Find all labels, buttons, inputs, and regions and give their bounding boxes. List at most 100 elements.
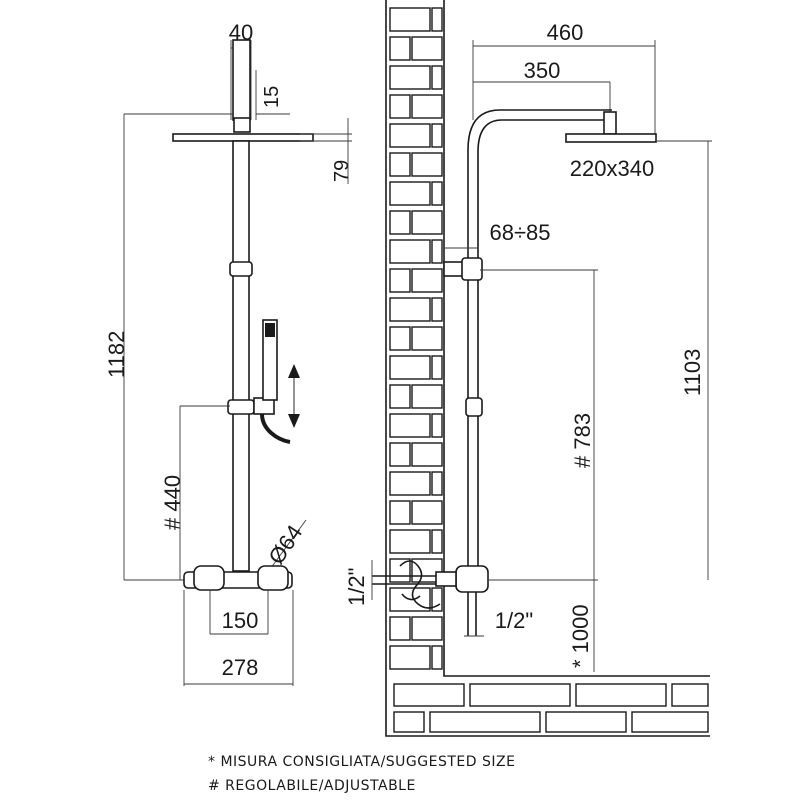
- wall-brick: [389, 268, 411, 293]
- wall-brick: [411, 94, 443, 119]
- wall-brick: [431, 645, 443, 670]
- note-adjustable: # REGOLABILE/ADJUSTABLE: [208, 778, 416, 794]
- mixer-knob-right: [257, 565, 289, 591]
- wall-brick: [431, 181, 443, 206]
- wall-brick: [389, 442, 411, 467]
- slider-side: [465, 397, 483, 417]
- side-view: 460 350 220x340 1103 68÷85 # 783: [344, 20, 712, 672]
- wall-brick: [431, 587, 443, 612]
- wall-brick: [389, 239, 431, 264]
- wall-brick: [389, 616, 411, 641]
- dim-arm-length: 350: [524, 58, 561, 83]
- dim-base-width: 278: [222, 655, 259, 680]
- wall-cutout: [401, 593, 421, 601]
- wall-brick: [411, 36, 443, 61]
- arrow-down-icon: [288, 414, 300, 428]
- riser-arm-outer: [467, 109, 612, 570]
- dim-head-height: 79: [331, 160, 353, 182]
- riser-arm-inner: [477, 119, 612, 570]
- wall-brick: [389, 529, 431, 554]
- wall-brick: [389, 94, 411, 119]
- shower-head-front: [172, 133, 314, 142]
- riser-joint: [229, 261, 253, 277]
- brick-wall: [385, 0, 710, 737]
- wall-brick: [389, 471, 431, 496]
- dim-inlet-left: 1/2": [344, 568, 369, 606]
- mixer-side: [455, 565, 489, 593]
- wall-brick: [393, 683, 465, 707]
- wall-brick: [389, 297, 431, 322]
- shower-hose-thick: [260, 413, 291, 444]
- wall-brick: [431, 413, 443, 438]
- wall-brick: [631, 711, 709, 733]
- wall-outline: [385, 0, 710, 737]
- wall-brick: [431, 123, 443, 148]
- wall-brick: [411, 326, 443, 351]
- note-suggested: * MISURA CONSIGLIATA/SUGGESTED SIZE: [208, 754, 515, 770]
- wall-brick: [431, 529, 443, 554]
- head-connector: [233, 117, 251, 133]
- wall-brick: [431, 65, 443, 90]
- wall-brick: [431, 297, 443, 322]
- shower-head-side: [565, 133, 657, 143]
- dim-head-size: 220x340: [570, 156, 654, 181]
- dim-line: [267, 519, 307, 573]
- wall-brick: [389, 152, 411, 177]
- dim-head-offset: 15: [261, 86, 283, 108]
- wall-brick: [411, 152, 443, 177]
- upper-pipe: [232, 39, 251, 121]
- wall-brick: [431, 239, 443, 264]
- dim-inlet-spacing: 150: [222, 608, 259, 633]
- slider-holder: [227, 399, 255, 415]
- wall-brick: [545, 711, 627, 733]
- wall-brick: [575, 683, 667, 707]
- dim-head-height-side: 1103: [680, 349, 705, 396]
- wall-brick: [389, 645, 431, 670]
- legend-notes: * MISURA CONSIGLIATA/SUGGESTED SIZE # RE…: [208, 754, 515, 794]
- wall-brick: [389, 500, 411, 525]
- wall-brick: [411, 384, 443, 409]
- wall-brick: [411, 268, 443, 293]
- wall-brick: [411, 210, 443, 235]
- dim-adjustable-height: # 783: [570, 413, 595, 468]
- arrow-up-icon: [288, 364, 300, 378]
- front-view: 40 15 79 1182: [104, 20, 353, 686]
- dim-total-height: 1182: [104, 331, 129, 378]
- wall-brick: [671, 683, 709, 707]
- wall-brick: [411, 442, 443, 467]
- wall-brick: [411, 500, 443, 525]
- wall-brick: [389, 65, 431, 90]
- wall-brick: [389, 181, 431, 206]
- wall-brick: [389, 36, 411, 61]
- dim-overall-projection: 460: [547, 20, 584, 45]
- wall-brick: [389, 7, 431, 32]
- dim-suggested-height: * 1000: [568, 604, 593, 668]
- wall-cutout: [399, 560, 441, 609]
- wall-brick: [389, 123, 431, 148]
- wall-brick: [389, 384, 411, 409]
- mixer-knob-left: [193, 565, 225, 591]
- dim-wall-offset: 68÷85: [489, 220, 550, 245]
- wall-brick: [469, 683, 571, 707]
- bracket-clamp: [461, 257, 483, 281]
- main-riser: [232, 140, 250, 572]
- wall-brick: [411, 616, 443, 641]
- wall-brick: [389, 413, 431, 438]
- wall-brick: [431, 471, 443, 496]
- wall-brick: [429, 711, 541, 733]
- wall-brick: [389, 558, 411, 583]
- mixer-inlet: [435, 571, 457, 587]
- dim-slider-height: # 440: [160, 475, 185, 530]
- dim-inlet-bottom: 1/2": [495, 608, 533, 633]
- wall-brick: [393, 711, 425, 733]
- head-connector-side: [603, 111, 617, 135]
- wall-brick: [431, 7, 443, 32]
- hand-shower-head: [265, 323, 275, 337]
- hand-shower: [262, 319, 278, 401]
- wall-brick: [431, 355, 443, 380]
- wall-brick: [389, 326, 411, 351]
- wall-brick: [389, 210, 411, 235]
- wall-brick: [389, 355, 431, 380]
